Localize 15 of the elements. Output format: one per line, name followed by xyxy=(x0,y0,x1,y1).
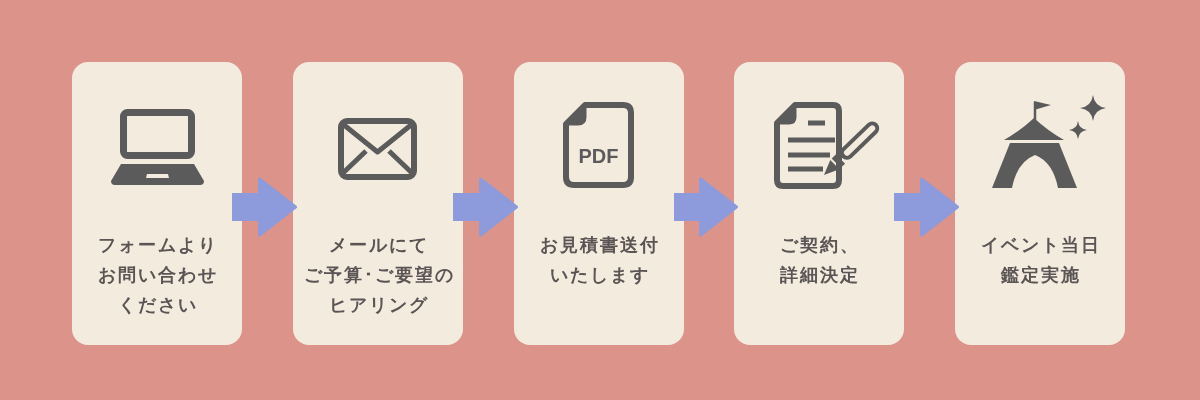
step-card xyxy=(293,62,463,345)
step-text: メールにてご予算･ご要望のヒアリング xyxy=(302,233,455,317)
step-text: フォームよりお問い合わせください xyxy=(97,233,218,317)
step-text: お見積書送付いたします xyxy=(539,233,660,287)
step-card xyxy=(514,62,684,345)
step-card xyxy=(955,62,1125,345)
step-card xyxy=(72,62,242,345)
step-text: ご契約、詳細決定 xyxy=(779,233,860,287)
arrow xyxy=(453,177,518,237)
arrow xyxy=(232,177,297,237)
file-type-text: PDF xyxy=(577,146,620,166)
arrow xyxy=(894,177,959,237)
step-card xyxy=(734,62,904,345)
arrow xyxy=(674,177,738,237)
step-text: イベント当日鑑定実施 xyxy=(980,233,1101,287)
